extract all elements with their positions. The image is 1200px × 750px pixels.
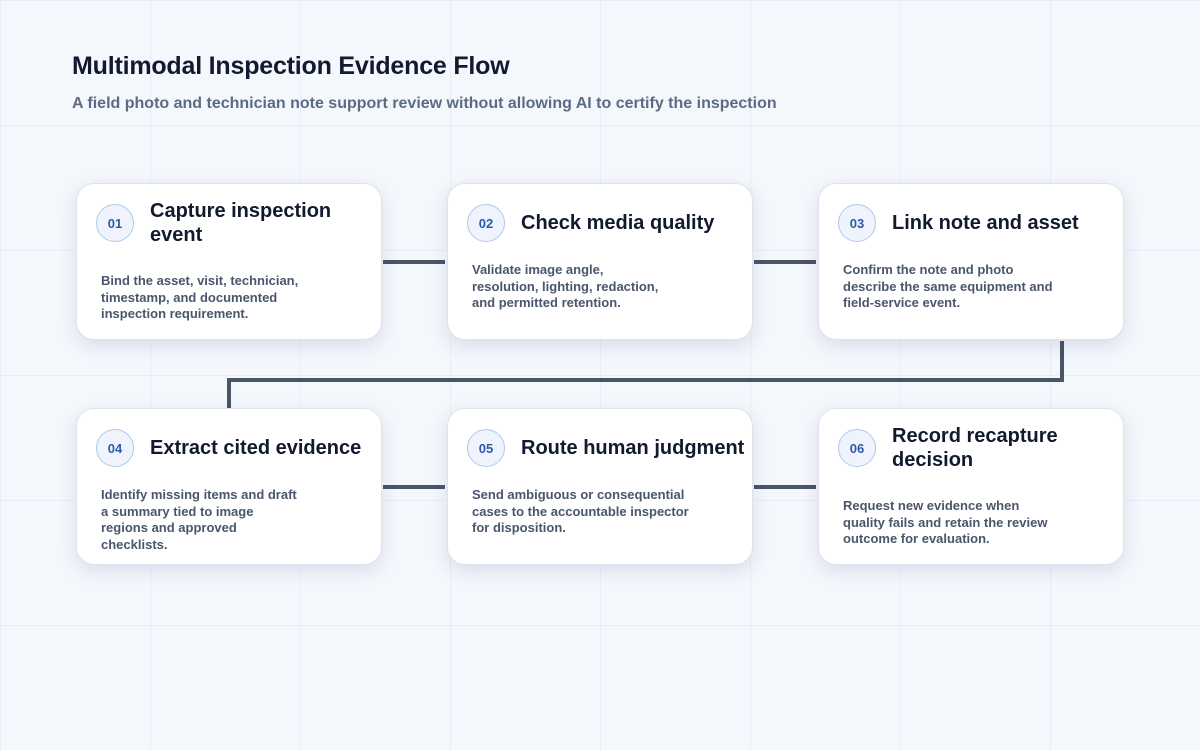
step-card-02: 02 Check media quality Validate image an…: [447, 183, 753, 340]
step-description: Send ambiguous or consequential cases to…: [472, 487, 689, 536]
step-title: Check media quality: [521, 212, 715, 234]
step-card-01: 01 Capture inspection event Bind the ass…: [76, 183, 382, 340]
page-title: Multimodal Inspection Evidence Flow: [72, 52, 510, 80]
step-title: Extract cited evidence: [150, 437, 362, 459]
step-title: Record recapture decision: [892, 425, 1058, 471]
step-title: Capture inspection event: [150, 200, 332, 246]
step-card-03: 03 Link note and asset Confirm the note …: [818, 183, 1124, 340]
step-number-badge: 02: [467, 204, 505, 242]
step-number-badge: 05: [467, 429, 505, 467]
step-description: Validate image angle, resolution, lighti…: [472, 262, 659, 311]
step-description: Request new evidence when quality fails …: [843, 498, 1048, 547]
step-number-badge: 03: [838, 204, 876, 242]
step-description: Bind the asset, visit, technician, times…: [101, 273, 299, 322]
step-card-04: 04 Extract cited evidence Identify missi…: [76, 408, 382, 565]
step-card-06: 06 Record recapture decision Request new…: [818, 408, 1124, 565]
step-description: Confirm the note and photo describe the …: [843, 262, 1053, 311]
step-title: Link note and asset: [892, 212, 1079, 234]
step-number-badge: 01: [96, 204, 134, 242]
step-card-05: 05 Route human judgment Send ambiguous o…: [447, 408, 753, 565]
step-number-badge: 04: [96, 429, 134, 467]
step-description: Identify missing items and draft a summa…: [101, 487, 297, 552]
connector-03-04: [227, 341, 1064, 408]
page-subtitle: A field photo and technician note suppor…: [72, 95, 777, 112]
step-title: Route human judgment: [521, 437, 745, 459]
step-number-badge: 06: [838, 429, 876, 467]
